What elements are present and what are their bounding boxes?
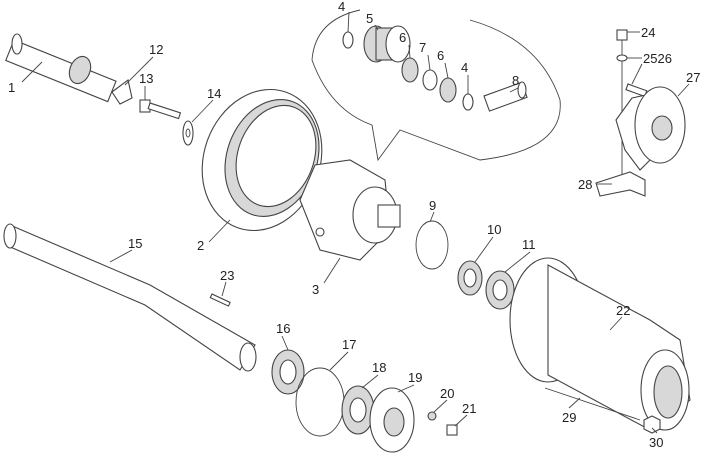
callout-4b: 4 (461, 60, 468, 75)
part-27-flange-bracket (595, 29, 686, 197)
callout-27: 27 (686, 70, 700, 85)
callout-13: 13 (139, 71, 153, 86)
callout-15: 15 (128, 236, 142, 251)
part-30-nut (643, 415, 661, 434)
callout-8: 8 (512, 73, 519, 88)
callout-3: 3 (312, 282, 319, 297)
callout-20: 20 (440, 386, 454, 401)
callout-4: 4 (338, 0, 345, 14)
callout-17: 17 (342, 337, 356, 352)
callout-25-26: 2526 (643, 51, 672, 66)
callout-5: 5 (366, 11, 373, 26)
part-23-key (209, 293, 231, 307)
part-9-circlip (415, 220, 449, 270)
part-15-axle-shaft (3, 223, 257, 372)
inset-planet-parts (342, 25, 528, 112)
part-12-lock-plate (111, 79, 133, 105)
part-29-stud (544, 387, 641, 421)
inset-outline (311, 9, 561, 162)
callout-7: 7 (419, 40, 426, 55)
part-13-bolt (139, 99, 182, 120)
callout-19: 19 (408, 370, 422, 385)
callout-16: 16 (276, 321, 290, 336)
callout-1: 1 (8, 80, 15, 95)
part-1-input-shaft (5, 33, 117, 103)
callout-18: 18 (372, 360, 386, 375)
callout-12: 12 (149, 42, 163, 57)
part-10-11-bearings (457, 260, 515, 310)
leader-lines (21, 11, 690, 434)
callout-9: 9 (429, 198, 436, 213)
callout-2: 2 (197, 238, 204, 253)
callout-10: 10 (487, 222, 501, 237)
callout-29: 29 (562, 410, 576, 425)
part-14-washer (182, 120, 194, 146)
part-22-axle-housing (509, 257, 691, 431)
callout-14: 14 (207, 86, 221, 101)
callout-6b: 6 (437, 48, 444, 63)
part-3-carrier (299, 159, 401, 261)
callout-23: 23 (220, 268, 234, 283)
callout-6a: 6 (399, 30, 406, 45)
part-16-21-hub-parts (271, 349, 458, 453)
callout-11: 11 (522, 237, 536, 252)
callout-22: 22 (616, 303, 630, 318)
callout-24: 24 (641, 25, 655, 40)
callout-30: 30 (649, 435, 663, 450)
callout-21: 21 (462, 401, 476, 416)
callout-28: 28 (578, 177, 592, 192)
